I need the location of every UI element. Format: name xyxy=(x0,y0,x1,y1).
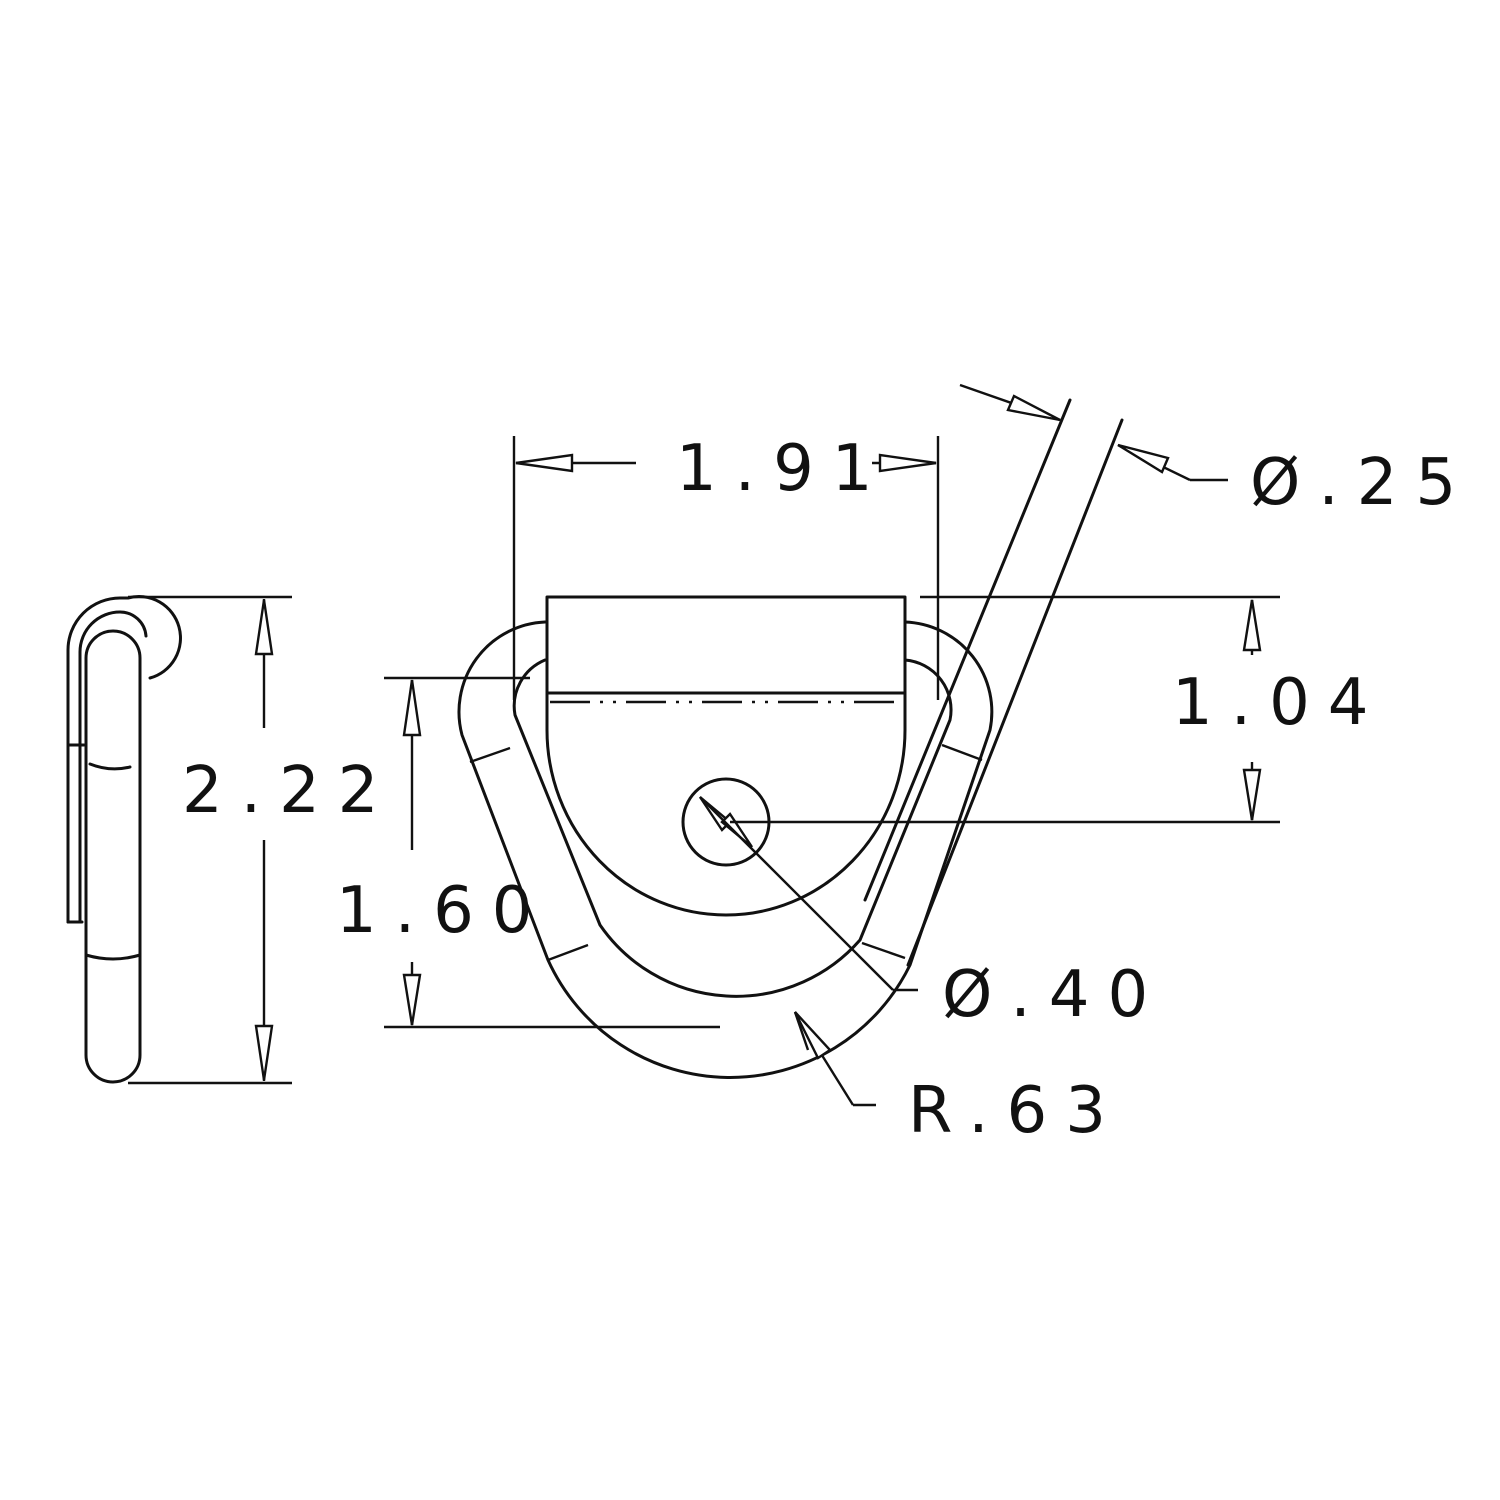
front-view xyxy=(457,398,1124,1079)
dim-bend-radius-label: R.63 xyxy=(908,1074,1124,1148)
dim-overall-height: 2.22 xyxy=(182,754,397,828)
dim-hole-diameter-label: Ø.40 xyxy=(942,958,1166,1032)
dim-ring-height: 1.60 xyxy=(336,676,720,1029)
dim-hole-diameter: Ø.40 xyxy=(699,796,1166,1032)
dim-width-label: 1.91 xyxy=(676,432,891,506)
dim-ring-height-label: 1.60 xyxy=(336,874,551,948)
dim-width: 1.91 xyxy=(512,432,940,700)
side-view: 2.22 xyxy=(66,595,397,1085)
dim-wire-diameter: Ø.25 xyxy=(959,383,1474,520)
dim-bend-radius: R.63 xyxy=(793,1011,1124,1148)
dim-center-height-label: 1.04 xyxy=(1172,666,1387,740)
dim-center-height: 1.04 xyxy=(730,595,1387,824)
dim-wire-diameter-label: Ø.25 xyxy=(1250,446,1474,520)
